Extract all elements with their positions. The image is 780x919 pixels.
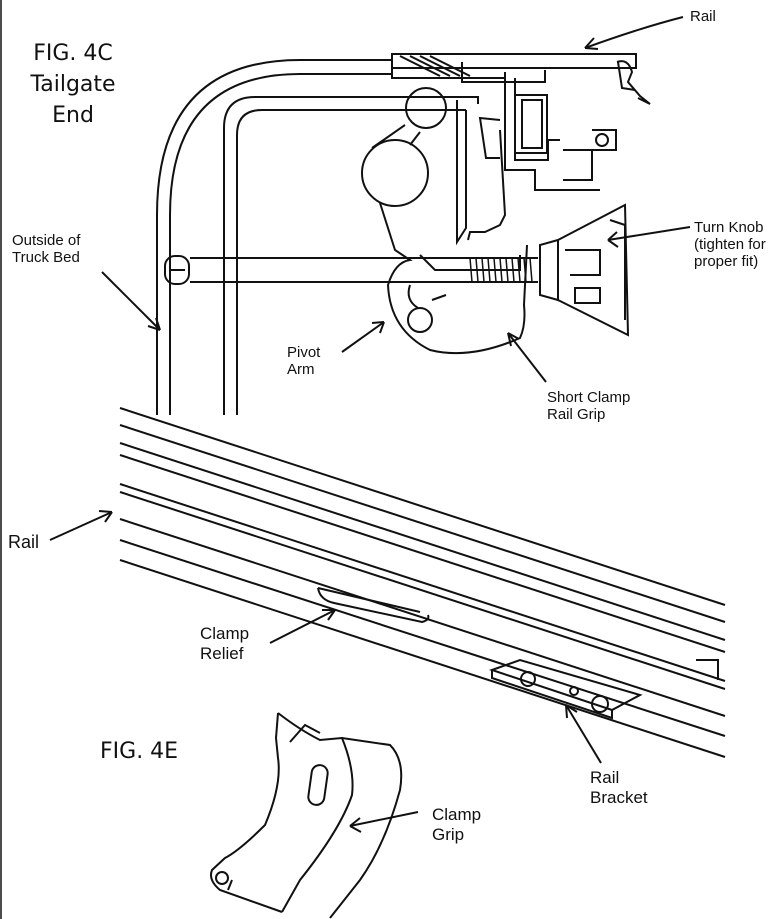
threaded-screw bbox=[164, 255, 538, 285]
clamp-relief-slot bbox=[317, 587, 430, 624]
callout-outside-truck-bed: Outside of Truck Bed bbox=[12, 232, 81, 266]
figure-label-4e: FIG. 4E bbox=[100, 739, 179, 764]
truck-bed-wall bbox=[156, 59, 479, 415]
rail-cross-section bbox=[391, 53, 651, 191]
rail-extrusion bbox=[119, 407, 726, 758]
callout-short-clamp-rail-grip: Short Clamp Rail Grip bbox=[547, 389, 631, 423]
pivot-arm bbox=[361, 87, 528, 355]
callout-arrows bbox=[49, 16, 691, 833]
callout-rail-top: Rail bbox=[690, 8, 716, 25]
callout-rail: Rail bbox=[8, 532, 40, 552]
callout-clamp-grip: Clamp Grip bbox=[432, 805, 482, 844]
callout-turn-knob: Turn Knob (tighten for proper fit) bbox=[694, 219, 766, 270]
clamp-grip-part bbox=[210, 712, 403, 919]
rail-bracket-plate bbox=[488, 658, 643, 720]
callout-pivot-arm: Pivot Arm bbox=[287, 344, 321, 378]
callout-clamp-relief: Clamp Relief bbox=[200, 624, 250, 663]
figure-label-4c: FIG. 4C Tailgate End bbox=[30, 41, 116, 128]
turn-knob bbox=[539, 203, 630, 337]
callout-rail-bracket: Rail Bracket bbox=[590, 768, 648, 807]
